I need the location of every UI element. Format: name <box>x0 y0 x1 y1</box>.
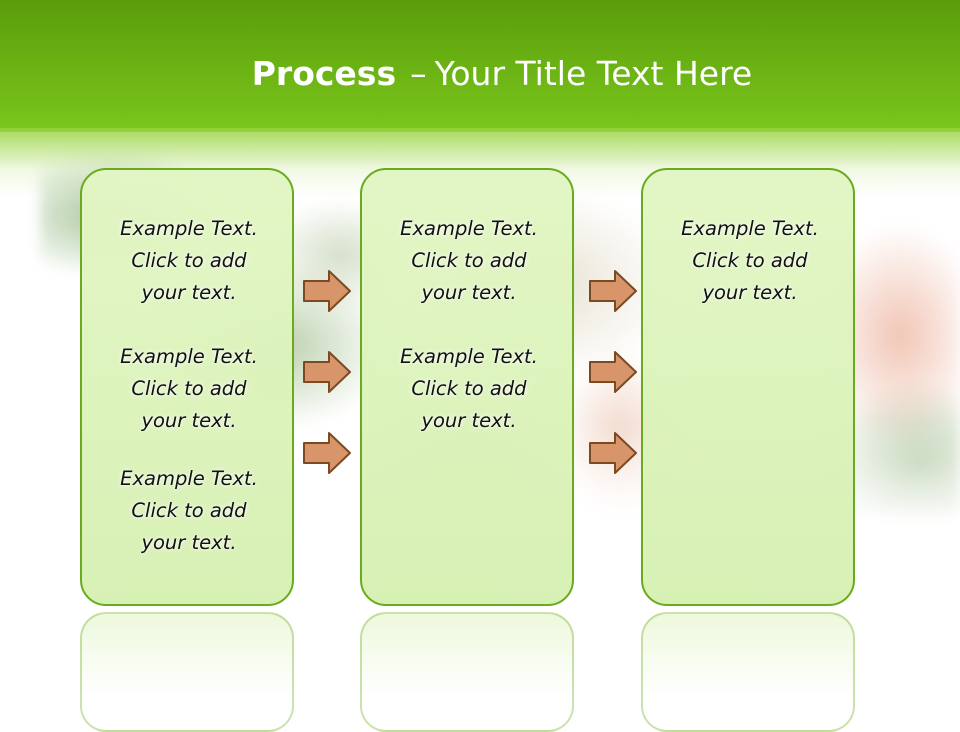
right-arrow-icon <box>588 269 638 313</box>
text-line: Example Text. <box>400 217 538 240</box>
text-line: Click to add <box>131 377 247 400</box>
text-line: Example Text. <box>120 467 258 490</box>
box-reflection-2 <box>360 612 574 732</box>
text-line: your text. <box>421 409 517 432</box>
text-line: your text. <box>141 409 237 432</box>
text-line: Click to add <box>131 249 247 272</box>
right-arrow-icon <box>302 350 352 394</box>
slide-title[interactable]: Process–Your Title Text Here <box>22 52 960 96</box>
text-block[interactable]: Example Text. Click to add your text. <box>82 341 296 437</box>
text-line: Click to add <box>692 249 808 272</box>
text-line: your text. <box>141 281 237 304</box>
process-box-2[interactable]: Example Text. Click to add your text. Ex… <box>360 168 574 606</box>
text-line: Example Text. <box>681 217 819 240</box>
text-line: your text. <box>702 281 798 304</box>
text-line: Example Text. <box>400 345 538 368</box>
box-reflection-1 <box>80 612 294 732</box>
text-line: Example Text. <box>120 217 258 240</box>
title-bar <box>0 0 960 132</box>
right-arrow-icon <box>302 431 352 475</box>
text-line: your text. <box>421 281 517 304</box>
title-rest: Your Title Text Here <box>434 54 753 93</box>
text-block[interactable]: Example Text. Click to add your text. <box>362 213 576 309</box>
right-arrow-icon <box>302 269 352 313</box>
process-box-3[interactable]: Example Text. Click to add your text. <box>641 168 855 606</box>
text-block[interactable]: Example Text. Click to add your text. <box>643 213 857 309</box>
right-arrow-icon <box>588 431 638 475</box>
text-line: your text. <box>141 531 237 554</box>
title-dash: – <box>410 54 427 93</box>
text-line: Click to add <box>131 499 247 522</box>
text-block[interactable]: Example Text. Click to add your text. <box>82 463 296 559</box>
process-box-1[interactable]: Example Text. Click to add your text. Ex… <box>80 168 294 606</box>
box-reflection-3 <box>641 612 855 732</box>
text-block[interactable]: Example Text. Click to add your text. <box>362 341 576 437</box>
text-line: Click to add <box>411 249 527 272</box>
title-strong: Process <box>251 54 397 93</box>
text-line: Click to add <box>411 377 527 400</box>
right-arrow-icon <box>588 350 638 394</box>
text-block[interactable]: Example Text. Click to add your text. <box>82 213 296 309</box>
text-line: Example Text. <box>120 345 258 368</box>
